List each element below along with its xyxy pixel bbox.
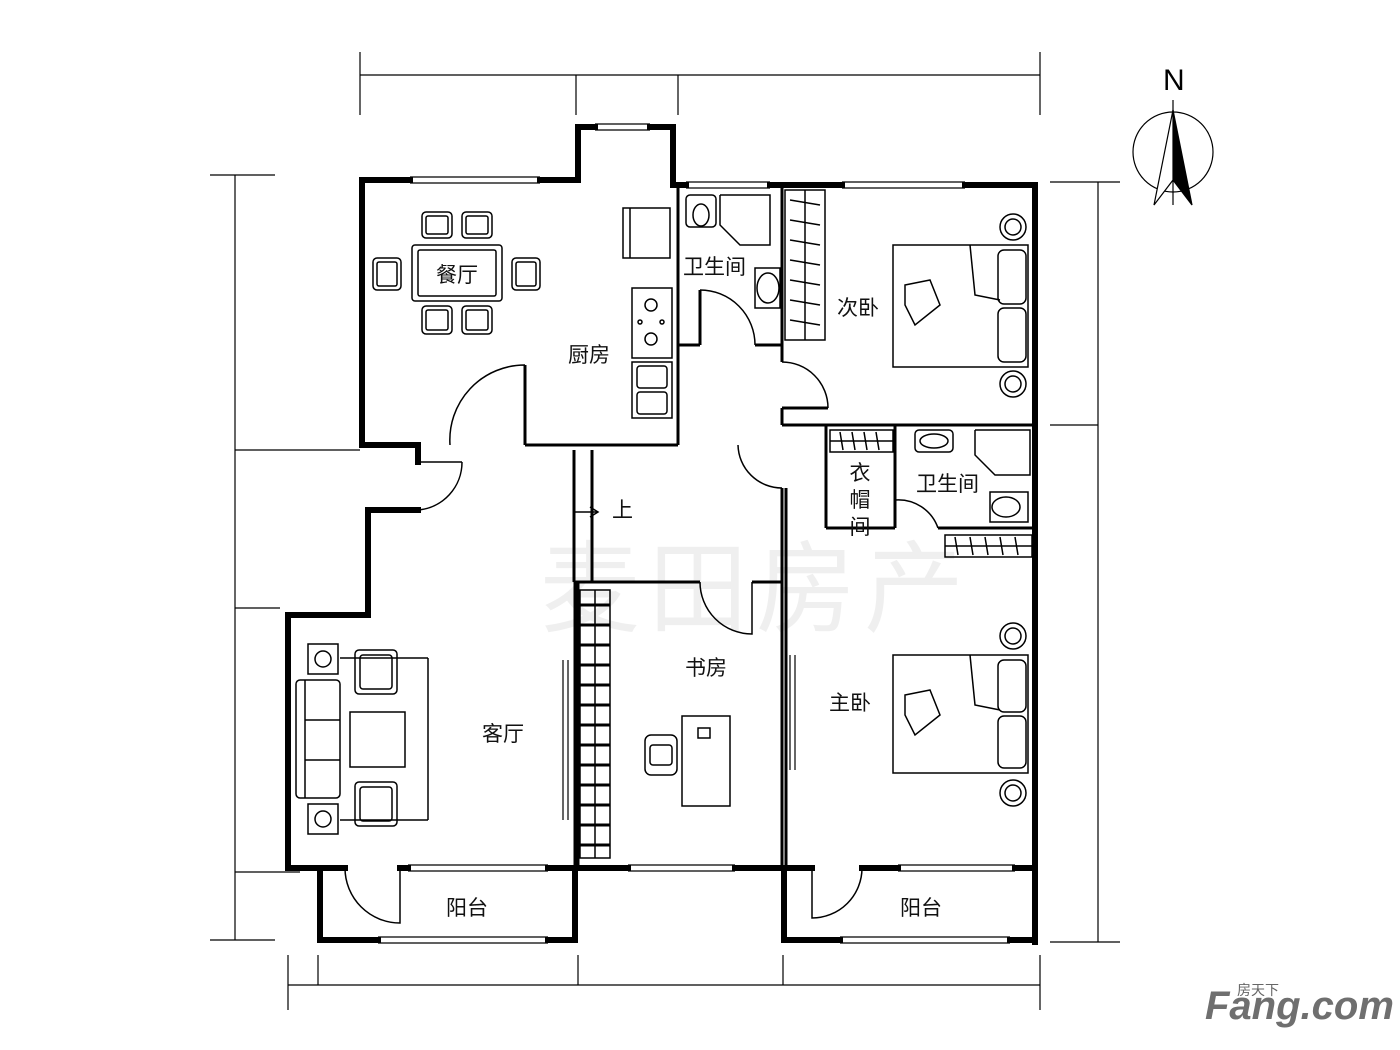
source-logo: 房天下 Fang.com: [1205, 983, 1394, 1029]
watermark-text: 麦田房产: [540, 531, 972, 648]
compass-icon: [1132, 100, 1214, 206]
door-swings: [344, 289, 939, 924]
bed-master: [892, 622, 1029, 807]
kitchen-fixtures: [622, 207, 673, 419]
interior-walls: [523, 185, 1035, 868]
label-closet-char-3: 间: [849, 515, 871, 539]
label-balcony-right: 阳台: [900, 896, 942, 920]
dining-chair-icon: [372, 211, 541, 335]
label-kitchen: 厨房: [568, 343, 610, 367]
windows: [378, 123, 1015, 944]
wardrobe-closet: [829, 429, 894, 453]
label-closet-char-2: 帽: [849, 488, 871, 512]
bathroom-north-fixtures: [685, 194, 781, 309]
sofa-set: [295, 643, 429, 835]
bookshelf-lines: [580, 603, 610, 847]
source-logo-cn: 房天下: [1237, 983, 1279, 999]
bed-second: [892, 213, 1029, 398]
exterior-walls: [285, 124, 1038, 945]
wardrobe-second-bedroom: [784, 189, 826, 341]
dimension-lines: [210, 52, 1120, 1010]
label-master-bedroom: 主卧: [829, 691, 871, 715]
study-furniture: [579, 589, 731, 859]
label-living-room: 客厅: [482, 722, 524, 746]
label-study: 书房: [685, 656, 727, 680]
source-logo-en: Fang.com: [1205, 984, 1394, 1028]
label-closet-char-1: 衣: [849, 461, 871, 485]
label-closet: 衣 帽 间: [848, 460, 872, 541]
label-bathroom-south: 卫生间: [916, 472, 979, 496]
label-dining: 餐厅: [436, 263, 478, 287]
bathroom-south-fixtures: [914, 429, 1031, 523]
stair-up-label: 上: [612, 498, 633, 522]
label-balcony-left: 阳台: [446, 896, 488, 920]
label-bathroom-north: 卫生间: [683, 255, 746, 279]
dining-set: [372, 211, 541, 335]
wardrobe-master: [944, 534, 1033, 558]
compass-north-label: N: [1163, 64, 1185, 97]
label-second-bedroom: 次卧: [837, 296, 879, 320]
stair-arrow: [574, 506, 600, 518]
